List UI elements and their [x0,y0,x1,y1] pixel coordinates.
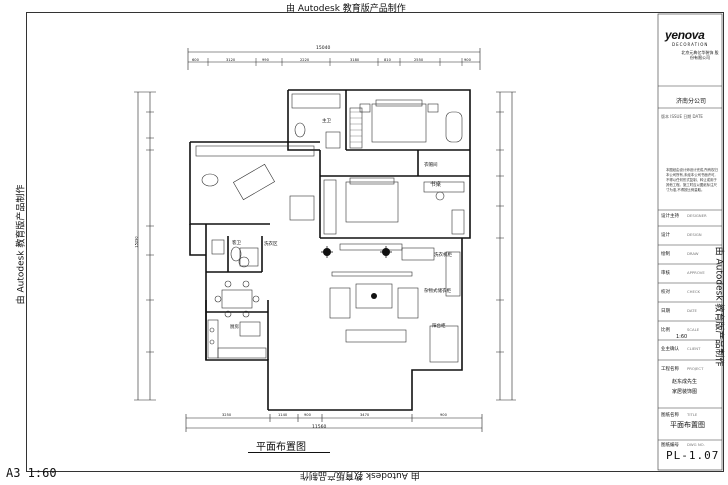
drawing-code: PL-1.07 [666,449,720,462]
label-guest-bath: 客卫 [232,241,241,246]
dim-top-3: 990 [262,58,269,62]
dim-total-top: 15040 [316,46,331,51]
dim-top-1: 600 [192,58,199,62]
brand-sub: DECORATION [672,42,709,47]
dim-left-total: 15290 [134,236,139,248]
label-master-bath: 主卫 [322,119,331,124]
label-washer-cabinet: 洗衣机柜 [434,253,452,258]
dim-bottom-5: 900 [440,413,447,417]
dim-top-5: 3180 [350,58,360,62]
watermark-top: 由 Autodesk 教育版产品制作 [286,4,406,14]
label-study-desk: 书桌 [430,182,442,188]
caption-underline [248,452,330,453]
scale-value: 1:60 [676,334,688,340]
drawing-title: 平面布置图 [670,421,705,429]
issue-header: 版本 ISSUE 日期 DATE [661,114,703,119]
dim-top-8: 900 [464,58,471,62]
dim-bottom-4: 3470 [360,413,370,417]
dim-top-7: 2550 [414,58,424,62]
project-line-1: 赵东成先生 [672,379,698,385]
label-laundry: 洗衣区 [264,242,278,247]
brand-logo: yenova [665,28,705,42]
dim-total-bottom: 11560 [312,425,327,430]
paper-scale: A3 1:60 [6,466,57,480]
dim-top-6: 810 [384,58,391,62]
dim-bottom-3: 900 [304,413,311,417]
label-side-cabinet: 杂物式储衣柜 [424,289,451,294]
project-line-2: 家居装饰图 [672,389,698,395]
dim-bottom-1: 3250 [222,413,232,417]
copyright-note: 本图纸由设计师设计完成,所有权归本公司所有,未经本公司书面许可,不得以任何形式复… [666,168,718,192]
outer-frame [26,12,724,472]
branch-name: 济南分公司 [676,98,707,105]
dim-top-2: 3120 [226,58,236,62]
label-cloakroom: 衣帽间 [424,163,438,168]
label-kitchen: 厨房 [230,325,239,330]
company-name: 北京元典亿华装饰 股份有限公司 [681,50,719,60]
dim-top-4: 2220 [300,58,310,62]
drawing-caption: 平面布置图 [256,442,306,453]
label-balcony: 阳台柜 [432,324,446,329]
dim-bottom-2: 1140 [278,413,288,417]
